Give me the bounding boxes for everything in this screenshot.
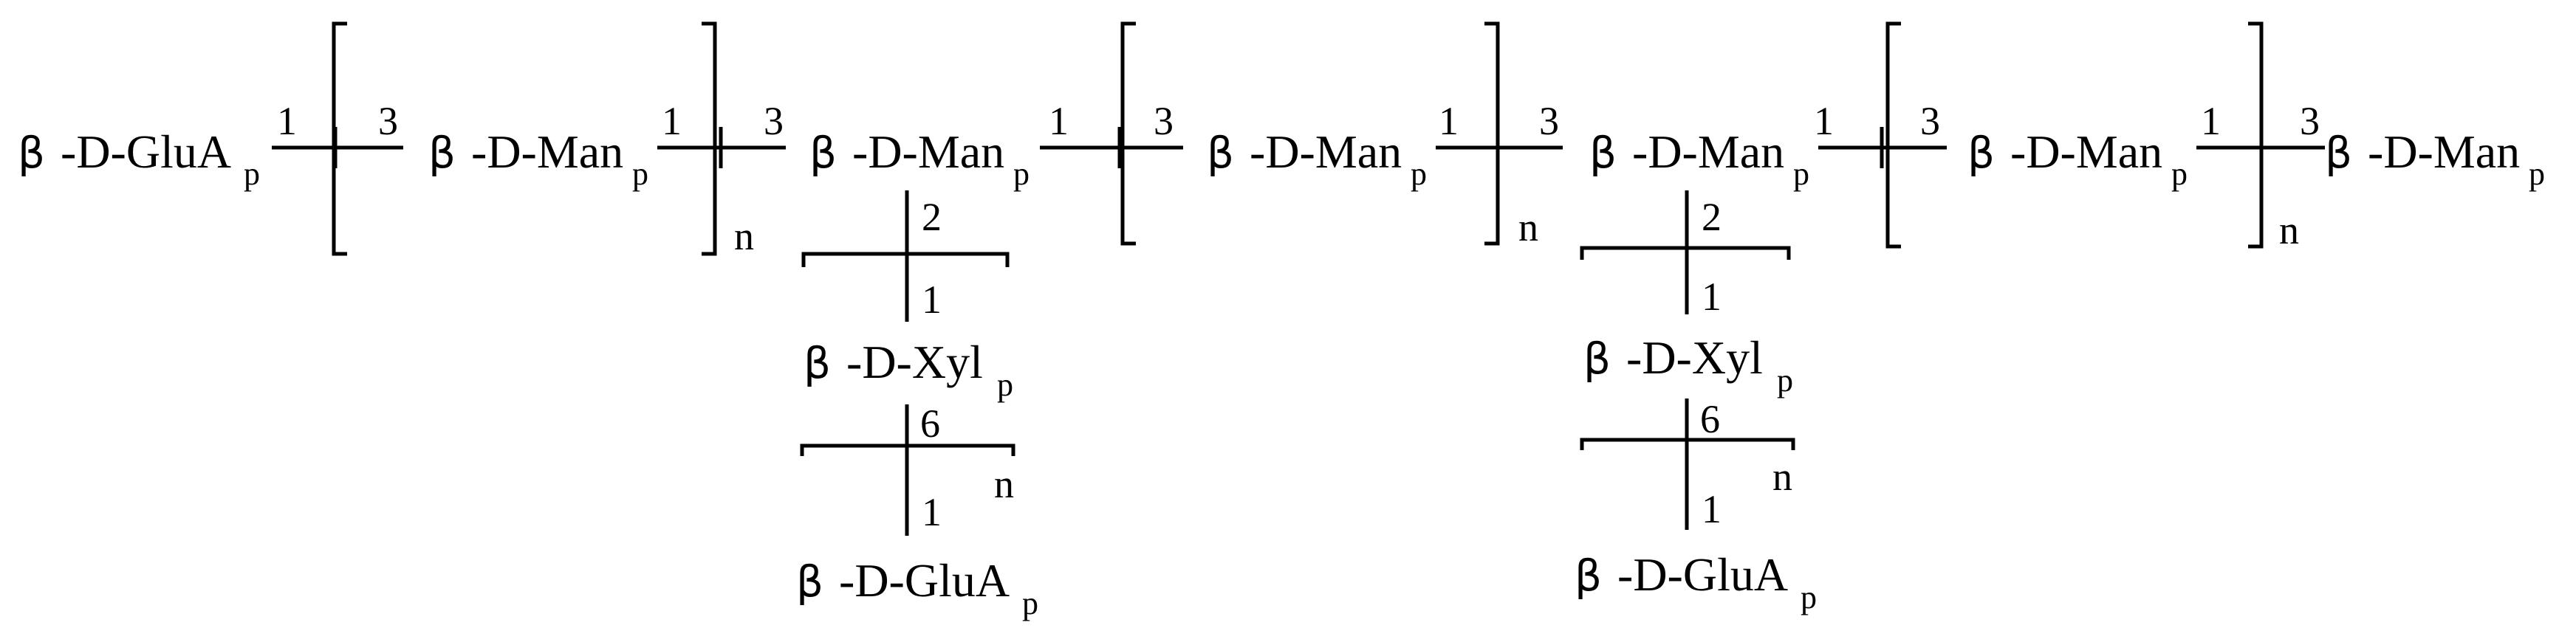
linkage-position: 1 bbox=[1814, 99, 1834, 143]
residue-man-1: β -D-Man p bbox=[428, 125, 648, 192]
branch-2: 2 1 β -D-Xyl p 6 n 1 β -D-GluA p bbox=[1575, 190, 1817, 615]
left-bracket bbox=[1885, 21, 1901, 249]
linkage-position: 6 bbox=[1700, 397, 1720, 441]
residue-name: -D-GluA bbox=[1617, 548, 1788, 601]
pyranose-subscript: p bbox=[244, 156, 260, 192]
repeat-count-n: n bbox=[1772, 455, 1792, 499]
beta-symbol: β bbox=[1967, 128, 1995, 178]
linkage-position: 2 bbox=[1702, 195, 1722, 239]
branch-bracket bbox=[1580, 246, 1791, 260]
beta-symbol: β bbox=[809, 128, 837, 178]
pyranose-subscript: p bbox=[997, 367, 1013, 403]
linkage-position: 2 bbox=[922, 195, 942, 239]
linkage-position: 1 bbox=[922, 277, 942, 322]
linkage-position: 3 bbox=[2300, 99, 2320, 143]
pyranose-subscript: p bbox=[632, 156, 648, 192]
right-bracket bbox=[2248, 21, 2264, 249]
residue-man-2: β -D-Man p bbox=[809, 125, 1030, 192]
residue-name: -D-GluA bbox=[61, 125, 231, 178]
residue-name: -D-Man bbox=[2368, 125, 2520, 178]
branch-1: 2 1 β -D-Xyl p 6 n 1 β -D-GluA p bbox=[796, 190, 1038, 621]
residue-name: -D-Man bbox=[852, 125, 1004, 178]
branch-bracket bbox=[800, 444, 1015, 456]
branch-bracket bbox=[1580, 438, 1795, 450]
linkage-4: 1 3 bbox=[1436, 99, 1563, 168]
beta-symbol: β bbox=[1207, 128, 1234, 178]
residue-glua-branch-1: β -D-GluA p bbox=[796, 554, 1038, 621]
pyranose-subscript: p bbox=[1022, 585, 1038, 621]
residue-name: -D-GluA bbox=[839, 554, 1010, 607]
residue-man-3: β -D-Man p bbox=[1207, 125, 1427, 192]
linkage-position: 1 bbox=[1439, 99, 1459, 143]
linkage-3: 1 3 bbox=[1040, 99, 1183, 168]
linkage-position: 1 bbox=[662, 99, 682, 143]
residue-name: -D-Man bbox=[471, 125, 623, 178]
linkage-position: 1 bbox=[922, 490, 942, 534]
repeat-bracket-1: n bbox=[332, 21, 754, 258]
beta-symbol: β bbox=[18, 128, 45, 178]
repeat-count-n: n bbox=[994, 462, 1014, 506]
linkage-position: 3 bbox=[764, 99, 784, 143]
beta-symbol: β bbox=[1583, 334, 1611, 384]
repeat-count-n: n bbox=[734, 214, 754, 258]
residue-name: -D-Man bbox=[1250, 125, 1402, 178]
residue-man-end: β -D-Man p bbox=[2325, 125, 2545, 192]
right-bracket bbox=[702, 21, 717, 256]
pyranose-subscript: p bbox=[1793, 156, 1809, 192]
residue-name: -D-Man bbox=[2010, 125, 2162, 178]
beta-symbol: β bbox=[1589, 128, 1617, 178]
residue-name: -D-Xyl bbox=[1626, 331, 1763, 384]
branch-bracket bbox=[801, 252, 1010, 267]
beta-symbol: β bbox=[1575, 551, 1602, 601]
repeat-bracket-2: n bbox=[1120, 21, 1538, 249]
pyranose-subscript: p bbox=[2529, 156, 2545, 192]
linkage-position: 3 bbox=[1920, 99, 1940, 143]
repeat-count-n: n bbox=[1518, 205, 1538, 249]
beta-symbol: β bbox=[804, 338, 831, 388]
repeat-bracket-3: n bbox=[1885, 21, 2299, 252]
linkage-position: 6 bbox=[920, 401, 940, 446]
residue-xyl-1: β -D-Xyl p bbox=[804, 336, 1013, 403]
linkage-position: 1 bbox=[1049, 99, 1069, 143]
residue-name: -D-Man bbox=[1632, 125, 1784, 178]
beta-symbol: β bbox=[2325, 128, 2352, 178]
pyranose-subscript: p bbox=[1411, 156, 1427, 192]
residue-xyl-2: β -D-Xyl p bbox=[1583, 331, 1793, 398]
left-bracket bbox=[1120, 21, 1136, 246]
linkage-2: 1 3 bbox=[657, 99, 786, 168]
linkage-position: 1 bbox=[1702, 487, 1722, 531]
beta-symbol: β bbox=[428, 128, 456, 178]
left-bracket bbox=[332, 21, 347, 256]
linkage-position: 1 bbox=[1702, 275, 1722, 319]
right-bracket bbox=[1484, 21, 1500, 246]
linkage-position: 1 bbox=[2201, 99, 2221, 143]
residue-glua-branch-2: β -D-GluA p bbox=[1575, 548, 1817, 615]
beta-symbol: β bbox=[796, 556, 823, 607]
linkage-position: 1 bbox=[277, 99, 297, 143]
pyranose-subscript: p bbox=[1777, 362, 1793, 398]
linkage-position: 3 bbox=[1539, 99, 1559, 143]
residue-man-4: β -D-Man p bbox=[1589, 125, 1809, 192]
linkage-5: 1 3 bbox=[1814, 99, 1947, 168]
linkage-1: 1 3 bbox=[272, 99, 403, 168]
pyranose-subscript: p bbox=[2171, 156, 2188, 192]
repeat-count-n: n bbox=[2279, 208, 2299, 252]
residue-glua-start: β -D-GluA p bbox=[18, 125, 260, 192]
residue-name: -D-Xyl bbox=[846, 336, 983, 388]
residue-man-5: β -D-Man p bbox=[1967, 125, 2188, 192]
linkage-position: 3 bbox=[1154, 99, 1174, 143]
linkage-position: 3 bbox=[378, 99, 398, 143]
pyranose-subscript: p bbox=[1013, 156, 1030, 192]
pyranose-subscript: p bbox=[1801, 579, 1817, 615]
